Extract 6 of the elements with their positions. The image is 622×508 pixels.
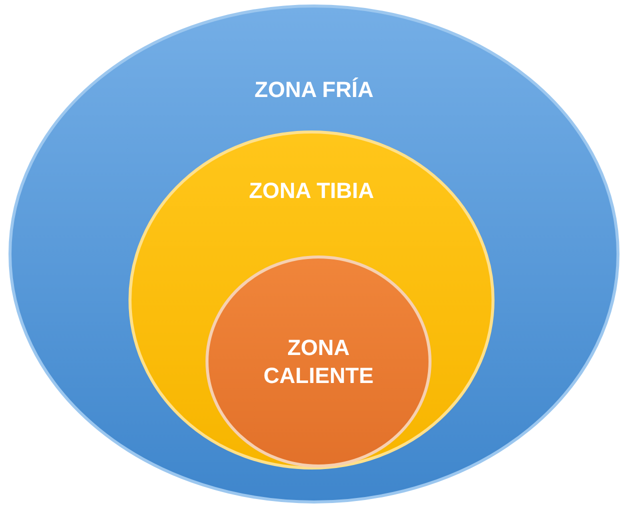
zone-label: ZONA TIBIA: [248, 177, 376, 205]
zone-ellipse: [8, 4, 620, 504]
zone-label: ZONA CALIENTE: [262, 334, 374, 390]
zone-ellipse: [128, 130, 495, 470]
zone-label: ZONA FRÍA: [254, 76, 374, 104]
zone-ellipse: [205, 255, 432, 468]
